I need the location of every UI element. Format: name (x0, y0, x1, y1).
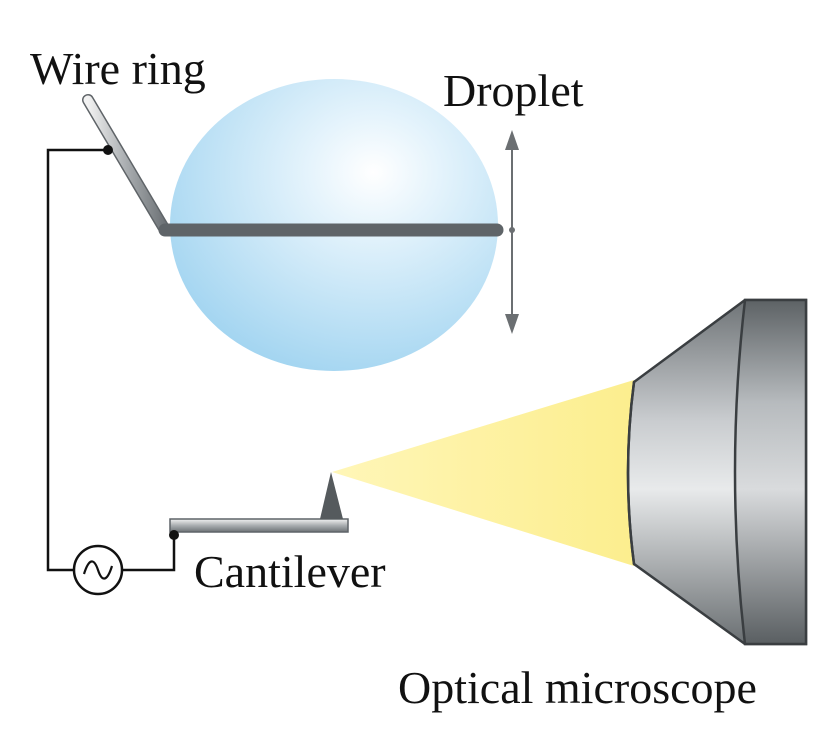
cantilever (169, 472, 349, 533)
cantilever-contact-dot (169, 530, 179, 540)
cantilever-label: Cantilever (194, 546, 386, 597)
wire-ring-contact-dot (103, 145, 113, 155)
double-headed-arrow-icon (505, 130, 519, 334)
ac-source-icon (72, 544, 124, 596)
droplet-label: Droplet (443, 65, 584, 116)
optical-microscope-label: Optical microscope (398, 662, 757, 713)
wire-ring-label: Wire ring (30, 43, 206, 94)
cantilever-tip (320, 472, 343, 519)
optical-microscope-icon (626, 298, 808, 646)
circuit (46, 148, 176, 572)
wire-ring (82, 94, 504, 237)
light-beam (332, 380, 634, 566)
